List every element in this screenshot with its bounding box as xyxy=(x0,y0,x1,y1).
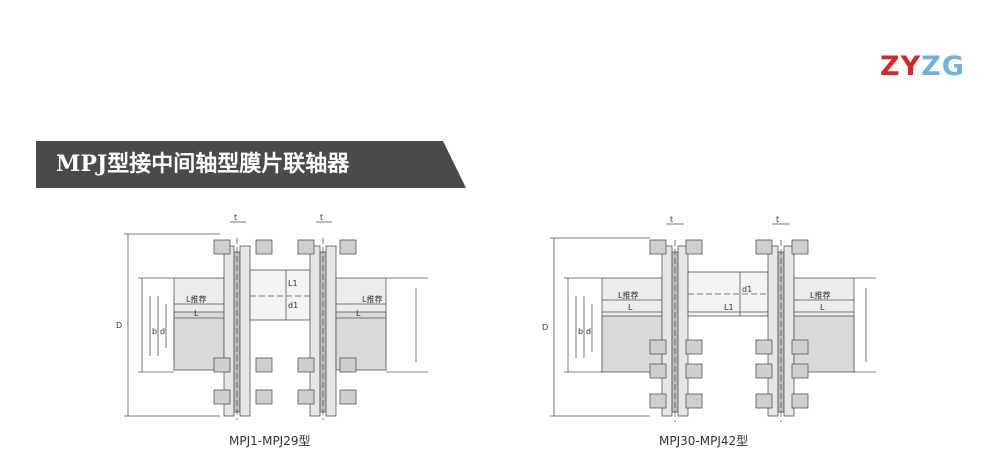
coupling-drawing-mpj1-29: D b d t t L推荐 L推荐 L L L1 d1 xyxy=(116,213,428,420)
dim-label-D: D xyxy=(116,321,122,330)
dim-label-t-right: t xyxy=(320,213,323,222)
brand-logo: ZYZG xyxy=(880,52,965,82)
dim-label-l-left: L xyxy=(628,303,633,312)
dim-label-d1: d1 xyxy=(288,301,298,310)
dim-label-l1: L1 xyxy=(288,279,298,288)
dim-label-l-rec-right: L推荐 xyxy=(362,294,382,304)
dim-label-d1: d1 xyxy=(742,285,752,294)
coupling-drawing-mpj30-42: D b d t t L推荐 L推荐 L L L1 d1 xyxy=(542,215,876,422)
dim-label-l-rec-left: L推荐 xyxy=(186,294,206,304)
dim-label-l-right: L xyxy=(356,309,361,318)
dim-label-l-rec-right: L推荐 xyxy=(810,290,830,300)
dim-label-b: b xyxy=(152,327,157,336)
figure-caption-mpj30-42: MPJ30-MPJ42型 xyxy=(659,434,749,448)
dim-label-l-rec-left: L推荐 xyxy=(618,290,638,300)
page-title: MPJ型接中间轴型膜片联轴器 xyxy=(56,151,350,177)
dim-label-t-right: t xyxy=(776,215,779,224)
dim-label-l-left: L xyxy=(194,309,199,318)
dim-label-D: D xyxy=(542,323,548,332)
logo-text-zy: ZY xyxy=(880,51,922,82)
figure-caption-mpj1-29: MPJ1-MPJ29型 xyxy=(229,434,311,448)
logo-text-zg: ZG xyxy=(921,51,965,82)
dim-label-t-left: t xyxy=(670,215,673,224)
title-banner xyxy=(36,141,466,188)
dim-label-d: d xyxy=(586,327,591,336)
dim-label-l1: L1 xyxy=(724,303,734,312)
dim-label-d: d xyxy=(160,327,165,336)
dim-label-b: b xyxy=(578,327,583,336)
dim-label-l-right: L xyxy=(820,303,825,312)
dim-label-t-left: t xyxy=(234,213,237,222)
